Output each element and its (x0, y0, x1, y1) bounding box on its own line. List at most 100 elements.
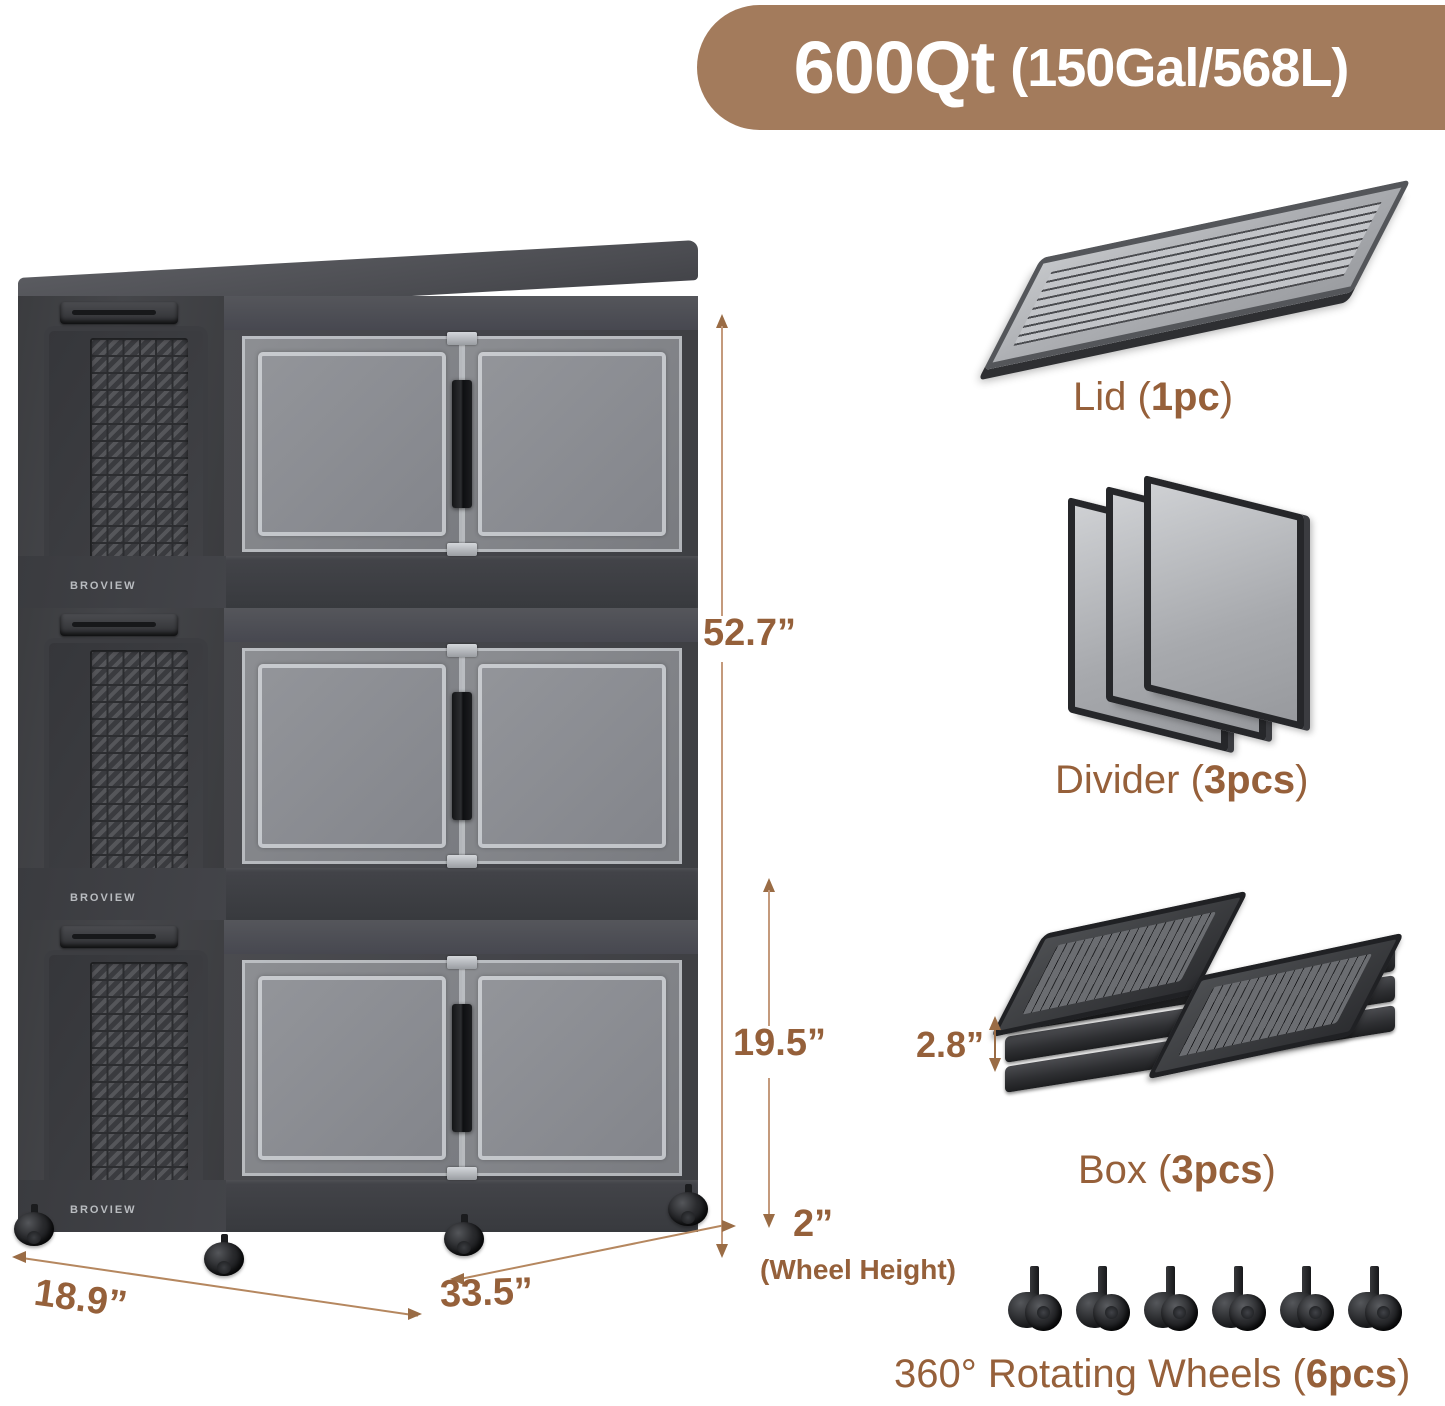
tier-2-doors (242, 644, 682, 868)
caster-hub (1377, 1306, 1390, 1319)
caster-tire (668, 1192, 708, 1226)
tier-3-doors (242, 956, 682, 1180)
tier-3-front-face (224, 920, 698, 1232)
arrow-up-icon (989, 1016, 1001, 1030)
caster-stem (1234, 1266, 1243, 1296)
tier-1-side-rail (18, 556, 226, 608)
tier-height-line-upper (768, 890, 770, 1026)
folded-box-icon (990, 890, 1405, 1128)
caster-hub (681, 1211, 695, 1224)
tier-3-door-left[interactable] (242, 960, 462, 1176)
divider-panel-icon (1068, 475, 1398, 752)
caster-hub (1309, 1306, 1322, 1319)
tier-2-door-left[interactable] (242, 648, 462, 864)
tier-1-brand-logo: BROVIEW (70, 580, 137, 592)
tier-3-brand-logo: BROVIEW (70, 1204, 137, 1216)
caster-wheel-icon (14, 1204, 54, 1248)
caster-stem (31, 1204, 38, 1215)
tier-1-hinge-bottom (447, 543, 477, 556)
tier-3-hinge-bottom (447, 1167, 477, 1180)
caster-wheel-row (1008, 1262, 1418, 1342)
caster-wheel-icon (444, 1214, 484, 1258)
arrow-right-icon (408, 1308, 422, 1320)
divider-panel-3 (1144, 475, 1304, 730)
tier-2-door-right[interactable] (462, 648, 682, 864)
caster-hub (27, 1231, 41, 1244)
arrow-right-icon (722, 1220, 736, 1232)
wheels-part-label: 360° Rotating Wheels (6pcs) (894, 1352, 1410, 1397)
caster-tire (444, 1222, 484, 1256)
lid-ribs-texture (1013, 201, 1382, 346)
divider-label-prefix: Divider ( (1055, 758, 1204, 802)
tier-1-front-face (224, 296, 698, 608)
tier-3-door-handle[interactable] (452, 1004, 472, 1132)
tier-1-front-rail (224, 556, 698, 608)
tier-1-front-top-edge (224, 296, 698, 330)
divider-part-label: Divider (3pcs) (1055, 758, 1308, 803)
tier-1-door-handle[interactable] (452, 380, 472, 508)
tier-3-door-right-pane (478, 976, 666, 1160)
lid-label-count: 1pc (1150, 375, 1220, 419)
folded-box-height-arrow-group (988, 1016, 1002, 1072)
wheels-label-suffix: ) (1396, 1352, 1411, 1396)
caster-wheel-icon (1280, 1266, 1334, 1342)
arrow-left-icon (12, 1251, 26, 1263)
tier-1-vent-texture (90, 338, 188, 568)
lid-label-prefix: Lid ( (1073, 375, 1151, 419)
tier-2-front-top-edge (224, 608, 698, 642)
box-label-prefix: Box ( (1078, 1148, 1172, 1192)
caster-stem (1370, 1266, 1379, 1296)
box-part-label: Box (3pcs) (1078, 1148, 1276, 1193)
caster-stem (1302, 1266, 1311, 1296)
cabinet-tier-1: BROVIEW (8, 296, 698, 608)
tier-1-carry-handle[interactable] (60, 302, 178, 324)
caster-stem (461, 1214, 468, 1225)
caster-stem (685, 1184, 692, 1195)
caster-hub (1173, 1306, 1186, 1319)
tier-2-vent-texture (90, 650, 188, 880)
arrow-up-icon (716, 314, 728, 328)
arrow-down-icon (989, 1058, 1001, 1072)
caster-wheel-icon (1144, 1266, 1198, 1342)
tier-2-front-face (224, 608, 698, 920)
caster-stem (221, 1234, 228, 1245)
storage-cabinet-illustration: BROVIEW BROVIEW (8, 239, 708, 1276)
tier-1-door-left-pane (258, 352, 446, 536)
tier-2-brand-logo: BROVIEW (70, 892, 137, 904)
tier-1-door-left[interactable] (242, 336, 462, 552)
tier-3-hinge-top (447, 956, 477, 969)
cabinet-tier-2: BROVIEW (8, 608, 698, 920)
tier-3-front-top-edge (224, 920, 698, 954)
wheels-label-count: 6pcs (1305, 1352, 1397, 1396)
caster-stem (1098, 1266, 1107, 1296)
tier-1-door-right-pane (478, 352, 666, 536)
wheels-label-prefix: 360° Rotating Wheels ( (894, 1352, 1306, 1396)
tier-2-side-inner (44, 638, 208, 892)
arrow-up-icon (763, 878, 775, 892)
tier-3-carry-handle[interactable] (60, 926, 178, 948)
total-height-label: 52.7” (703, 612, 796, 654)
lid-label-suffix: ) (1219, 375, 1234, 419)
caster-wheel-icon (668, 1184, 708, 1228)
tier-3-side-inner (44, 950, 208, 1204)
lid-plate (983, 179, 1411, 371)
caster-wheel-icon (1212, 1266, 1266, 1342)
tier-2-door-right-pane (478, 664, 666, 848)
capacity-primary-text: 600Qt (793, 25, 996, 109)
caster-hub (1241, 1306, 1254, 1319)
tier-2-door-handle[interactable] (452, 692, 472, 820)
caster-wheel-icon (1008, 1266, 1062, 1342)
arrow-down-icon (716, 1244, 728, 1258)
tier-height-label: 19.5” (733, 1022, 826, 1064)
box-label-count: 3pcs (1171, 1148, 1263, 1192)
width-dimension-group (448, 1220, 738, 1300)
tier-2-carry-handle[interactable] (60, 614, 178, 636)
tier-2-door-left-pane (258, 664, 446, 848)
tier-1-doors (242, 332, 682, 556)
cabinet-tier-3: BROVIEW (8, 920, 698, 1232)
folded-box-height-label: 2.8” (916, 1024, 985, 1065)
tier-3-door-right[interactable] (462, 960, 682, 1176)
caster-stem (1166, 1266, 1175, 1296)
tier-1-door-right[interactable] (462, 336, 682, 552)
width-label: 33.5” (439, 1270, 534, 1316)
